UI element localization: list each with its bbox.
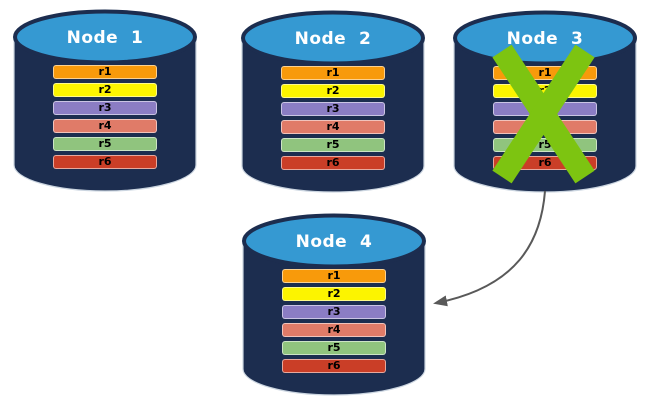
record-bar-r5: r5 (281, 138, 385, 152)
record-bar-r4: r4 (281, 120, 385, 134)
record-bar-r1: r1 (493, 66, 597, 80)
node-3-records: r1 r2 r3 r4 r5 r6 (493, 66, 597, 170)
record-bar-r1: r1 (281, 66, 385, 80)
record-bar-r5: r5 (493, 138, 597, 152)
record-bar-r5: r5 (53, 137, 157, 151)
node-4-records: r1 r2 r3 r4 r5 r6 (282, 269, 386, 373)
record-bar-r6: r6 (493, 156, 597, 170)
record-bar-r1: r1 (53, 65, 157, 79)
node-3: Node 3 r1 r2 r3 r4 r5 r6 (452, 10, 638, 194)
record-bar-r6: r6 (281, 156, 385, 170)
record-bar-r4: r4 (53, 119, 157, 133)
node-3-title: Node 3 (506, 29, 584, 49)
record-bar-r3: r3 (493, 102, 597, 116)
record-bar-r6: r6 (53, 155, 157, 169)
record-bar-r6: r6 (282, 359, 386, 373)
record-bar-r4: r4 (493, 120, 597, 134)
node-4: Node 4 r1 r2 r3 r4 r5 r6 (241, 213, 427, 397)
node-2: Node 2 r1 r2 r3 r4 r5 r6 (240, 10, 426, 194)
record-bar-r3: r3 (281, 102, 385, 116)
node-4-title: Node 4 (295, 232, 373, 252)
node-1: Node 1 r1 r2 r3 r4 r5 r6 (12, 9, 198, 193)
record-bar-r2: r2 (53, 83, 157, 97)
node-2-records: r1 r2 r3 r4 r5 r6 (281, 66, 385, 170)
record-bar-r2: r2 (282, 287, 386, 301)
record-bar-r3: r3 (53, 101, 157, 115)
node-1-title: Node 1 (66, 28, 144, 48)
record-bar-r2: r2 (281, 84, 385, 98)
record-bar-r4: r4 (282, 323, 386, 337)
node-2-title: Node 2 (294, 29, 372, 49)
record-bar-r1: r1 (282, 269, 386, 283)
record-bar-r3: r3 (282, 305, 386, 319)
record-bar-r5: r5 (282, 341, 386, 355)
record-bar-r2: r2 (493, 84, 597, 98)
node-1-records: r1 r2 r3 r4 r5 r6 (53, 65, 157, 169)
